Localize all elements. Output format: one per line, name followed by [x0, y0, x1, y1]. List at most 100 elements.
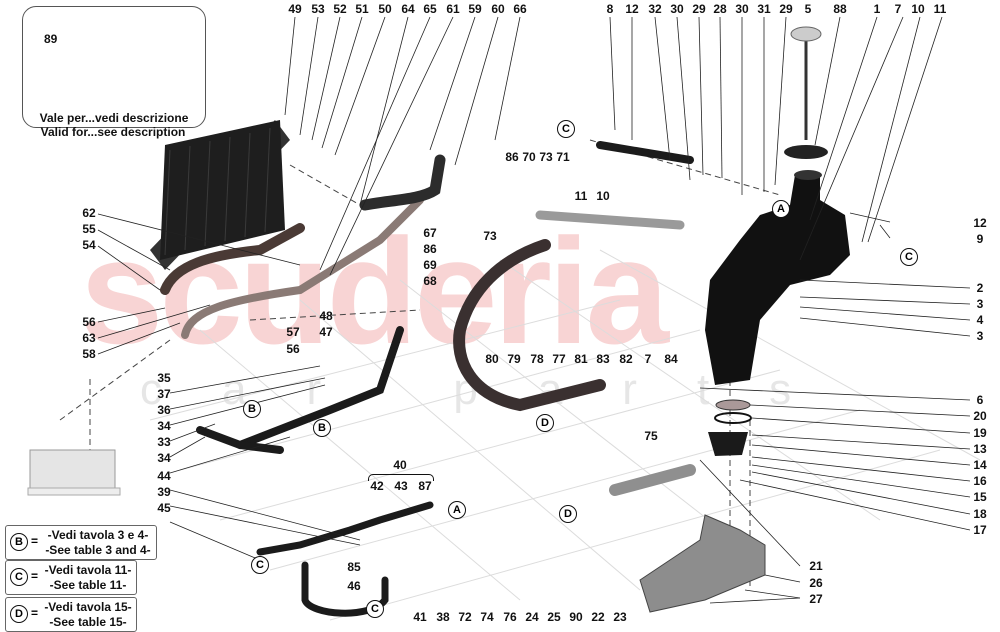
callout-71: 71	[556, 150, 570, 164]
callout-33: 33	[157, 435, 171, 449]
callout-53: 53	[311, 2, 325, 16]
callout-38: 38	[436, 610, 450, 624]
callout-22: 22	[591, 610, 605, 624]
callout-19: 19	[973, 426, 987, 440]
callout-5: 5	[804, 2, 812, 16]
callout-11: 11	[933, 2, 947, 16]
callout-75: 75	[644, 429, 658, 443]
callout-20: 20	[973, 409, 987, 423]
callout-34: 34	[157, 419, 171, 433]
callout-80: 80	[485, 352, 499, 366]
callout-35: 35	[157, 371, 171, 385]
legend-text-it: -Vedi tavola 11-	[44, 563, 132, 577]
callout-39: 39	[157, 485, 171, 499]
callout-3: 3	[976, 297, 984, 311]
callout-18: 18	[973, 507, 987, 521]
callout-68: 68	[423, 274, 437, 288]
ref-marker-c-3: C	[251, 556, 269, 574]
callout-21: 21	[809, 559, 823, 573]
callout-14: 14	[973, 458, 987, 472]
callout-81: 81	[574, 352, 588, 366]
callout-7: 7	[894, 2, 902, 16]
callout-10: 10	[911, 2, 925, 16]
ref-marker-a-2: A	[448, 501, 466, 519]
callout-60: 60	[491, 2, 505, 16]
legend-equals: =	[31, 606, 39, 620]
callout-73b: 73	[483, 229, 497, 243]
callout-29b: 29	[779, 2, 793, 16]
callout-1: 1	[873, 2, 881, 16]
callout-15: 15	[973, 490, 987, 504]
legend-text-en: -See table 3 and 4-	[45, 543, 151, 557]
inset-caption-it: Vale per...vedi descrizione	[39, 111, 189, 125]
callout-61: 61	[446, 2, 460, 16]
callout-46: 46	[347, 579, 361, 593]
callout-66: 66	[513, 2, 527, 16]
callout-45: 45	[157, 501, 171, 515]
callout-27: 27	[809, 592, 823, 606]
legend-item-c: C = -Vedi tavola 11- -See table 11-	[5, 560, 137, 595]
callout-82: 82	[619, 352, 633, 366]
callout-26: 26	[809, 576, 823, 590]
callout-49: 49	[288, 2, 302, 16]
callout-50: 50	[378, 2, 392, 16]
callout-31: 31	[757, 2, 771, 16]
ref-marker-d: D	[536, 414, 554, 432]
callout-7b: 7	[644, 352, 652, 366]
legend-equals: =	[31, 569, 39, 583]
callout-24: 24	[525, 610, 539, 624]
callout-30: 30	[670, 2, 684, 16]
callout-12b: 12	[973, 216, 987, 230]
callout-34b: 34	[157, 451, 171, 465]
callout-37: 37	[157, 387, 171, 401]
callout-83: 83	[596, 352, 610, 366]
oil-cooler-drawing	[27, 449, 121, 496]
ref-marker-c: C	[557, 120, 575, 138]
radiator-drawing	[150, 120, 290, 270]
callout-54: 54	[82, 238, 96, 252]
legend-text-it: -Vedi tavola 3 e 4-	[47, 528, 149, 542]
ref-marker-b-2: B	[313, 419, 331, 437]
legend-ref-b: B	[10, 533, 28, 551]
callout-76: 76	[503, 610, 517, 624]
callout-16: 16	[973, 474, 987, 488]
inset-caption-en: Valid for...see description	[40, 125, 186, 139]
ref-marker-c-4: C	[366, 600, 384, 618]
callout-63: 63	[82, 331, 96, 345]
ref-marker-c-2: C	[900, 248, 918, 266]
callout-30b: 30	[735, 2, 749, 16]
callout-6: 6	[976, 393, 984, 407]
callout-36: 36	[157, 403, 171, 417]
callout-56: 56	[82, 315, 96, 329]
ref-marker-b: B	[243, 400, 261, 418]
ref-marker-d-2: D	[559, 505, 577, 523]
legend-ref-c: C	[10, 568, 28, 586]
callout-86b: 86	[423, 242, 437, 256]
callout-87: 87	[418, 479, 432, 493]
callout-62: 62	[82, 206, 96, 220]
callout-10b: 10	[596, 189, 610, 203]
callout-11b: 11	[574, 189, 588, 203]
callout-65: 65	[423, 2, 437, 16]
callout-64: 64	[401, 2, 415, 16]
callout-85: 85	[347, 560, 361, 574]
floor-grid	[149, 249, 981, 621]
ref-marker-a: A	[772, 200, 790, 218]
callout-48: 48	[319, 309, 333, 323]
callout-40: 40	[393, 458, 407, 472]
legend-ref-d: D	[10, 605, 28, 623]
leader-lines	[97, 16, 971, 604]
callout-9: 9	[976, 232, 984, 246]
callout-32: 32	[648, 2, 662, 16]
callout-28: 28	[713, 2, 727, 16]
callout-77: 77	[552, 352, 566, 366]
legend-text-it: -Vedi tavola 15-	[44, 600, 132, 614]
callout-70: 70	[522, 150, 536, 164]
callout-25: 25	[547, 610, 561, 624]
callout-58: 58	[82, 347, 96, 361]
callout-72: 72	[458, 610, 472, 624]
legend-item-b: B = -Vedi tavola 3 e 4- -See table 3 and…	[5, 525, 157, 560]
callout-42: 42	[370, 479, 384, 493]
callout-84: 84	[664, 352, 678, 366]
